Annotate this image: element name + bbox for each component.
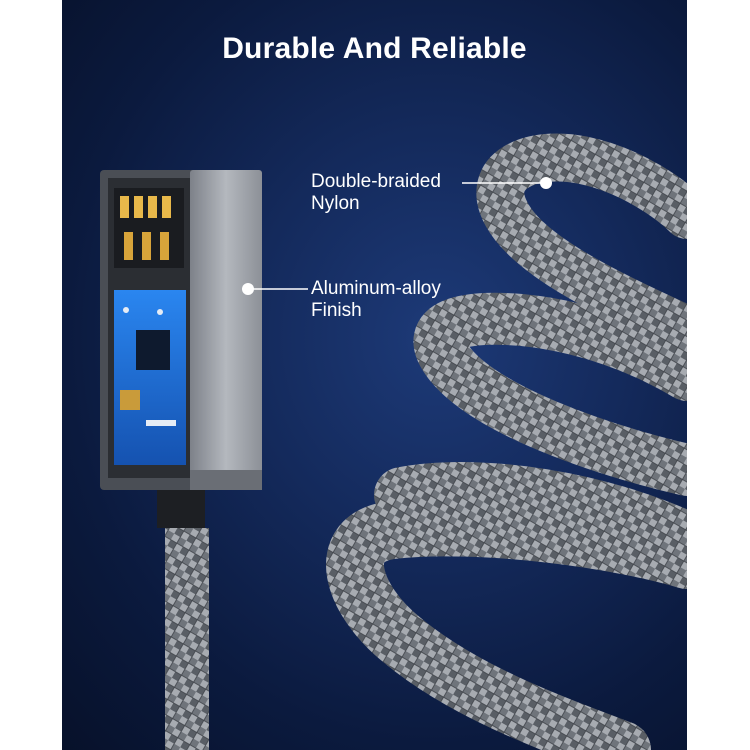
callout-double-braided-nylon: Double-braided Nylon [311, 171, 441, 215]
headline: Durable And Reliable [222, 32, 527, 65]
braided-cable-coil [326, 133, 687, 750]
product-image: Durable And Reliable Double-braided Nylo… [62, 0, 687, 750]
callout-alloy-line1: Aluminum-alloy [311, 278, 441, 299]
callout-aluminum-alloy-finish: Aluminum-alloy Finish [311, 278, 441, 322]
callout-nylon-line2: Nylon [311, 193, 360, 214]
callout-leaders [242, 177, 552, 295]
connector-cable [157, 480, 209, 750]
callout-alloy-line2: Finish [311, 300, 362, 321]
callout-nylon-line1: Double-braided [311, 171, 441, 192]
cable-illustration [100, 133, 687, 750]
connector-housing [100, 170, 262, 490]
